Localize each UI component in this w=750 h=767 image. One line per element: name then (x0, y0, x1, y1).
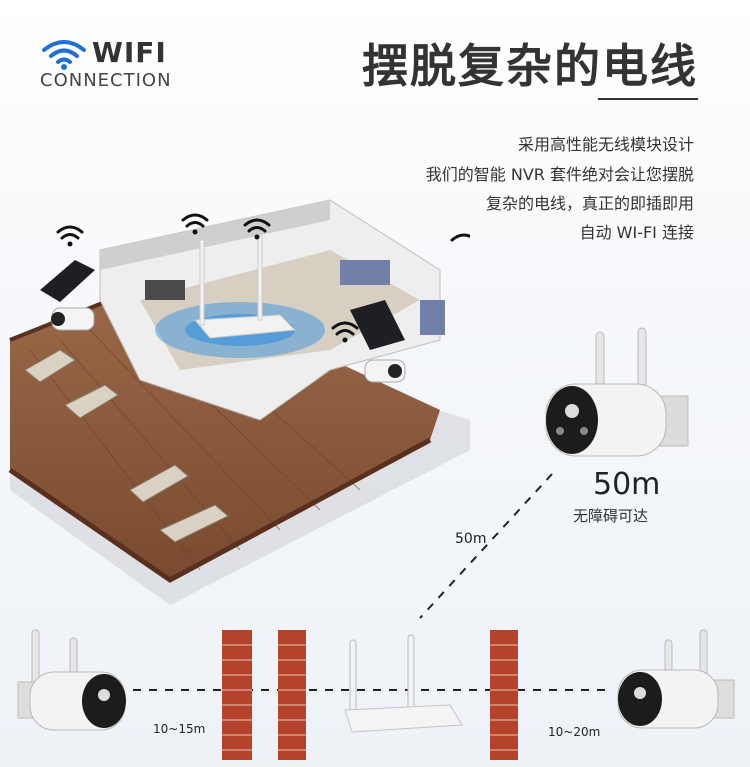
camera-icon (40, 260, 95, 331)
wifi-word: WIFI (92, 36, 167, 69)
brick-wall-icon (222, 630, 252, 760)
camera-icon (617, 629, 735, 729)
description-line-2: 我们的智能 NVR 套件绝对会让您摆脱 (425, 165, 694, 184)
solar-panel-icon (350, 300, 405, 350)
house-illustration (8, 199, 470, 605)
distance-label-line: 50m (455, 531, 487, 547)
range-line (419, 473, 553, 619)
obstacle-free-label: 无障碍可达 (573, 507, 649, 525)
brick-wall-icon (278, 630, 306, 760)
connection-word: CONNECTION (40, 70, 172, 91)
description-line-4: 自动 WI-FI 连接 (579, 223, 694, 242)
distance-label-big: 50m (593, 467, 661, 502)
router-icon (193, 234, 297, 339)
bottom-range-scene (17, 629, 735, 760)
page-title: 摆脱复杂的电线 (362, 39, 698, 93)
description-line-3: 复杂的电线，真正的即插即用 (485, 194, 694, 213)
deck (10, 280, 440, 580)
title-underline (598, 98, 698, 100)
router-icon (344, 634, 463, 733)
description-line-1: 采用高性能无线模块设计 (517, 135, 694, 154)
brick-wall-icon (490, 630, 518, 760)
range-label-right: 10~20m (548, 725, 601, 739)
solar-panel-icon (40, 260, 95, 302)
camera-icon (545, 327, 689, 457)
camera-icon (17, 629, 126, 731)
camera-icon (350, 300, 406, 383)
range-label-left: 10~15m (153, 722, 206, 736)
wifi-icon (42, 40, 86, 70)
